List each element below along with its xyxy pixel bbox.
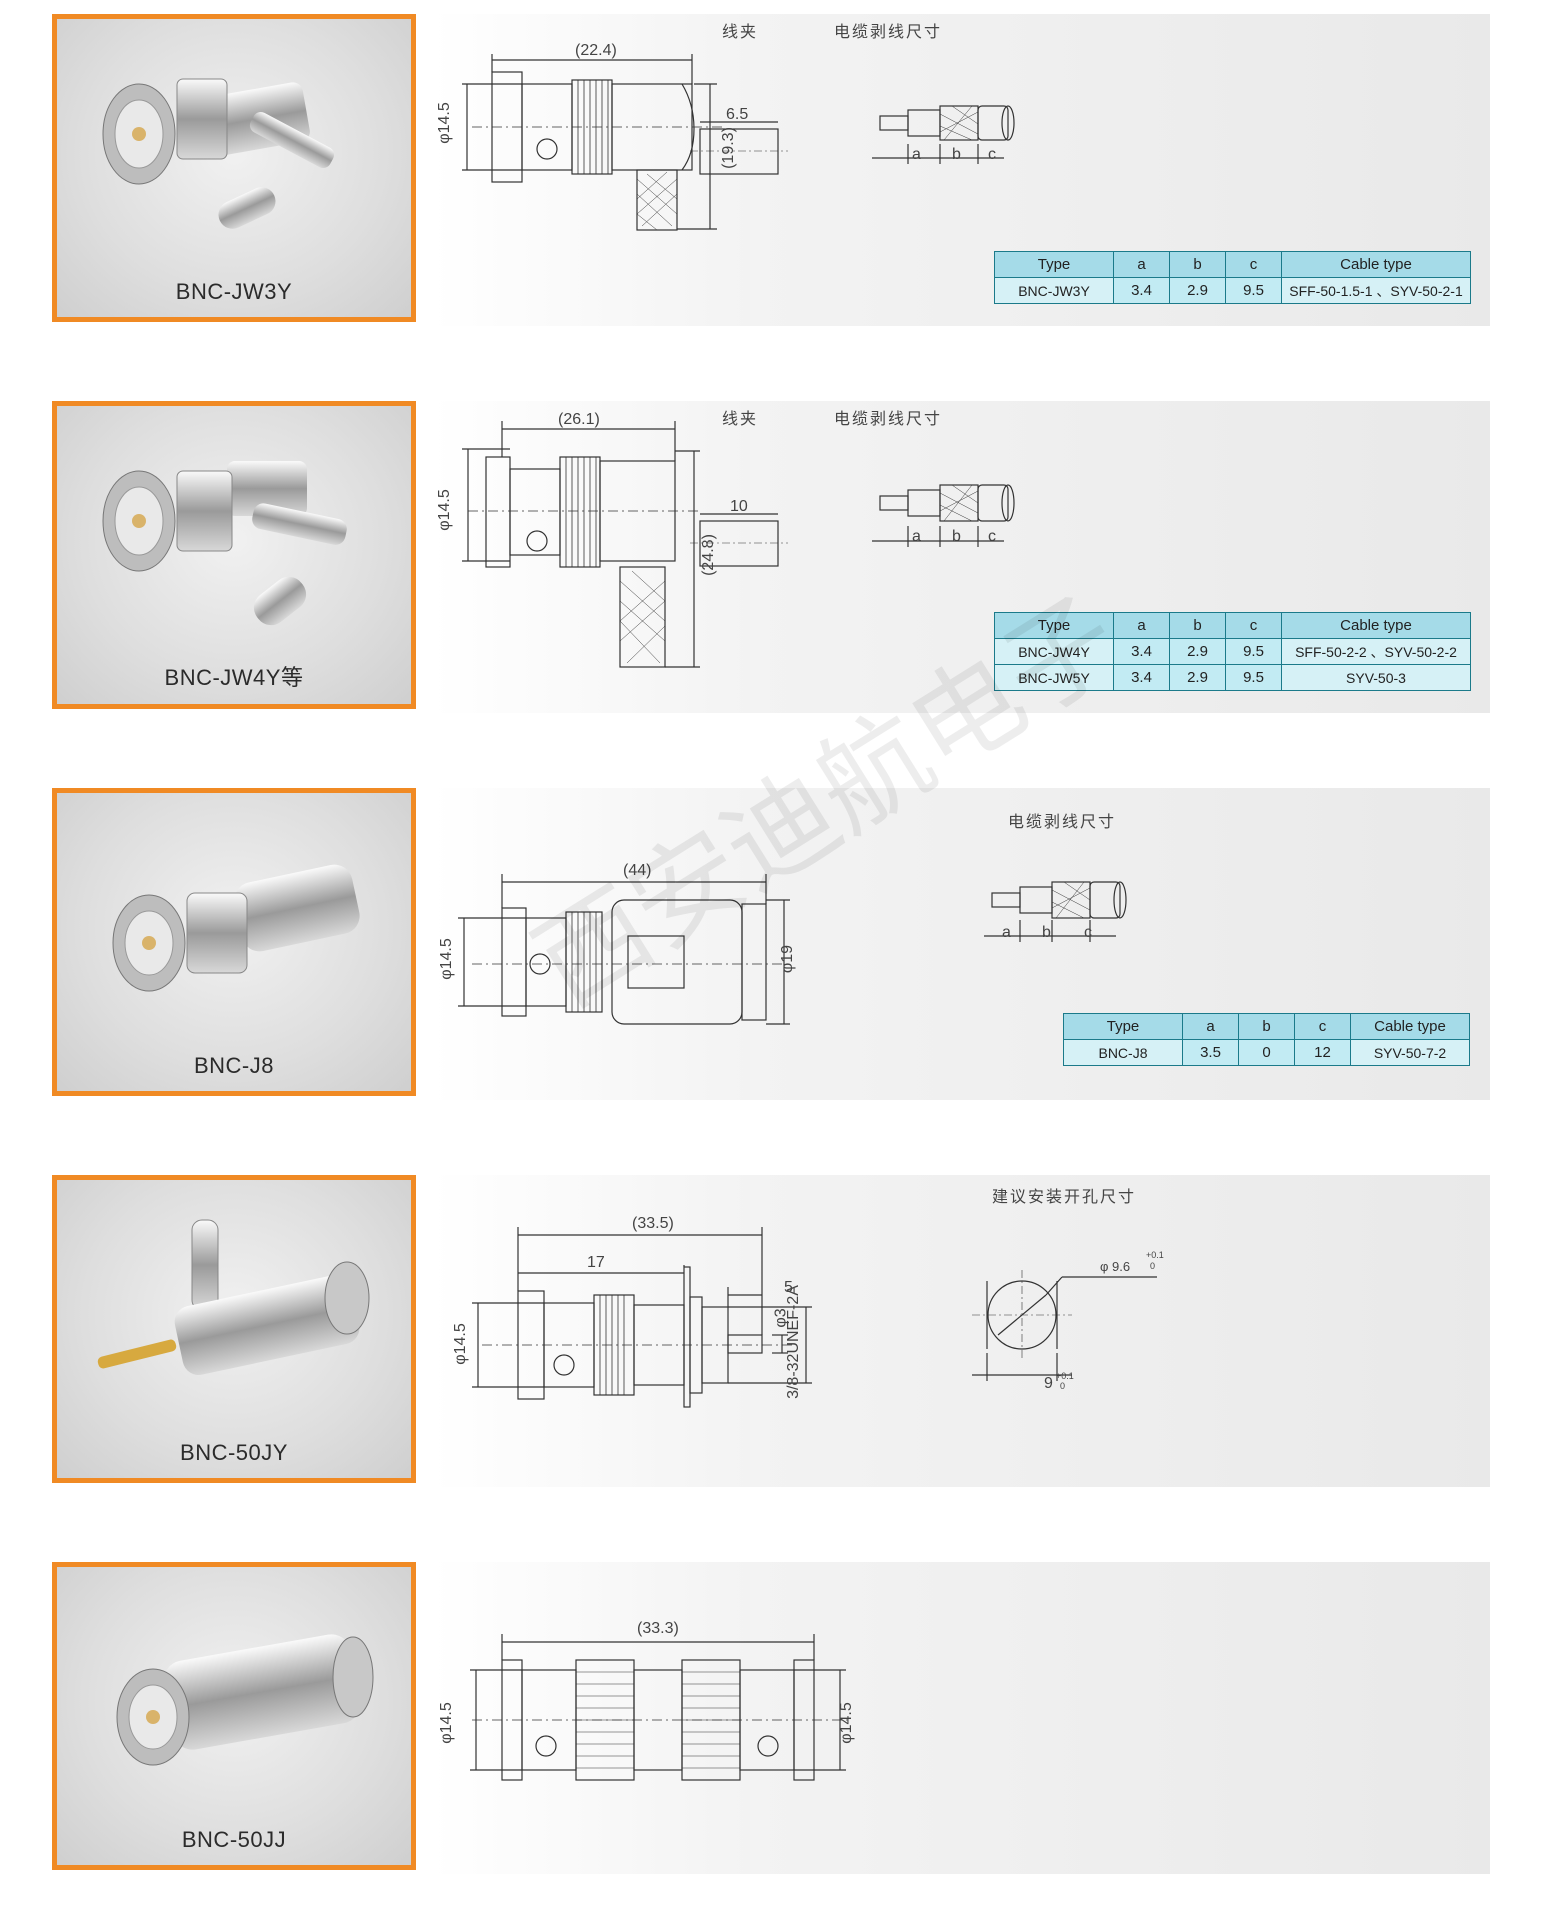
- connector-illustration: [102, 78, 335, 229]
- dim-hole-diameter: φ 9.6: [1100, 1259, 1131, 1274]
- dim-diameter: φ14.5: [435, 102, 453, 144]
- product-row-bnc-jw3y: BNC-JW3Y: [0, 14, 1545, 334]
- clamp-label: 线夹: [722, 411, 759, 428]
- th-cable: Cable type: [1350, 1013, 1470, 1040]
- th-b: b: [1169, 612, 1226, 639]
- th-type: Type: [994, 612, 1114, 639]
- th-a: a: [1113, 612, 1170, 639]
- technical-drawing: [458, 874, 1127, 1025]
- dim-height: (24.8): [699, 534, 717, 576]
- dim-length: (33.5): [632, 1215, 674, 1232]
- dim-diameter: φ14.5: [437, 938, 455, 980]
- strip-letter-b: b: [1042, 924, 1051, 941]
- strip-letter-c: c: [988, 146, 996, 163]
- dim-diameter: φ14.5: [435, 489, 453, 531]
- product-photo: BNC-50JJ: [52, 1562, 416, 1870]
- connector-illustration: [116, 1634, 374, 1766]
- th-c: c: [1225, 612, 1282, 639]
- strip-letter-c: c: [1084, 924, 1092, 941]
- spec-table: Type a b c Cable type BNC-JW4Y 3.4 2.9 9…: [994, 612, 1471, 691]
- th-a: a: [1182, 1013, 1239, 1040]
- connector-illustration: [102, 461, 347, 626]
- th-type: Type: [1063, 1013, 1183, 1040]
- tol-plus-2: +0.1: [1056, 1371, 1074, 1381]
- product-row-bnc-50jy: BNC-50JY: [0, 1175, 1545, 1495]
- strip-label: 电缆剥线尺寸: [1008, 814, 1117, 831]
- model-label: BNC-50JJ: [181, 1827, 287, 1852]
- table-row: BNC-J8 3.5 0 12 SYV-50-7-2: [1063, 1039, 1470, 1066]
- product-photo: BNC-50JY: [52, 1175, 416, 1483]
- technical-drawing: [470, 1634, 852, 1781]
- spec-panel: 电缆剥线尺寸 (44) φ14.5 φ19 a b c Type a b c C…: [432, 788, 1490, 1100]
- th-type: Type: [994, 251, 1114, 278]
- product-photo: BNC-J8: [52, 788, 416, 1096]
- hole-label: 建议安装开孔尺寸: [992, 1189, 1137, 1206]
- spec-table: Type a b c Cable type BNC-J8 3.5 0 12 SY…: [1063, 1013, 1470, 1066]
- strip-letter-b: b: [952, 146, 961, 163]
- th-b: b: [1169, 251, 1226, 278]
- dim-diameter: φ14.5: [437, 1702, 455, 1744]
- strip-letter-a: a: [912, 528, 921, 545]
- strip-label: 电缆剥线尺寸: [834, 24, 943, 41]
- th-a: a: [1113, 251, 1170, 278]
- table-row: BNC-JW3Y 3.4 2.9 9.5 SFF-50-1.5-1 、SYV-5…: [994, 277, 1471, 304]
- model-label: BNC-J8: [193, 1053, 274, 1078]
- th-b: b: [1238, 1013, 1295, 1040]
- dim-clamp-length: 10: [730, 498, 748, 515]
- spec-panel: 建议安装开孔尺寸 (33.5) 17 5 φ14.5 φ3 3/8-32UNEF…: [432, 1175, 1490, 1487]
- dim-hole-width: 9: [1044, 1375, 1053, 1392]
- th-c: c: [1294, 1013, 1351, 1040]
- product-row-bnc-jw4y: BNC-JW4Y等: [0, 401, 1545, 721]
- tol-plus: +0.1: [1146, 1250, 1164, 1260]
- model-label: BNC-JW4Y等: [164, 665, 304, 690]
- dim-diameter-2: φ19: [779, 944, 797, 974]
- th-cable: Cable type: [1281, 251, 1471, 278]
- strip-letter-b: b: [952, 528, 961, 545]
- product-row-bnc-j8: BNC-J8: [0, 788, 1545, 1108]
- connector-illustration: [97, 1219, 370, 1375]
- table-row: BNC-JW4Y 3.4 2.9 9.5 SFF-50-2-2 、SYV-50-…: [994, 638, 1471, 665]
- technical-drawing: [472, 1227, 1157, 1408]
- spec-table: Type a b c Cable type BNC-JW3Y 3.4 2.9 9…: [994, 251, 1471, 304]
- table-row: BNC-JW5Y 3.4 2.9 9.5 SYV-50-3: [994, 664, 1471, 691]
- spec-panel: (33.3) φ14.5 φ14.5: [432, 1562, 1490, 1874]
- dim-diameter-2: φ14.5: [837, 1702, 855, 1744]
- dim-length-2: 17: [587, 1254, 605, 1271]
- th-c: c: [1225, 251, 1282, 278]
- th-cable: Cable type: [1281, 612, 1471, 639]
- product-row-bnc-50jj: BNC-50JJ (33.3) φ14.5 φ: [0, 1562, 1545, 1882]
- clamp-label: 线夹: [722, 24, 759, 41]
- strip-label: 电缆剥线尺寸: [834, 411, 943, 428]
- technical-drawing: [462, 54, 1015, 231]
- product-photo: BNC-JW3Y: [52, 14, 416, 322]
- dim-length: (26.1): [558, 411, 600, 428]
- dim-diameter: φ14.5: [451, 1323, 469, 1365]
- dim-thread: 3/8-32UNEF-2A: [784, 1285, 802, 1399]
- dim-flange: 5: [784, 1279, 793, 1296]
- dim-height: (19.3): [719, 127, 737, 169]
- model-label: BNC-50JY: [180, 1440, 288, 1465]
- dim-clamp-length: 6.5: [726, 106, 749, 123]
- dim-length: (22.4): [575, 42, 617, 59]
- spec-panel: 线夹 电缆剥线尺寸 (22.4) φ14.5 (19.3) 6.5 a b c …: [432, 14, 1490, 326]
- strip-letter-a: a: [1002, 924, 1011, 941]
- product-photo: BNC-JW4Y等: [52, 401, 416, 709]
- technical-drawing: [462, 421, 1015, 668]
- strip-letter-a: a: [912, 146, 921, 163]
- tol-zero-2: 0: [1060, 1381, 1066, 1391]
- connector-illustration: [112, 864, 360, 992]
- spec-panel: 线夹 电缆剥线尺寸 (26.1) φ14.5 (24.8) 10 a b c T…: [432, 401, 1490, 713]
- tol-zero: 0: [1150, 1261, 1156, 1271]
- dim-length: (44): [623, 862, 652, 879]
- model-label: BNC-JW3Y: [175, 279, 293, 304]
- dim-length: (33.3): [637, 1620, 679, 1637]
- strip-letter-c: c: [988, 528, 996, 545]
